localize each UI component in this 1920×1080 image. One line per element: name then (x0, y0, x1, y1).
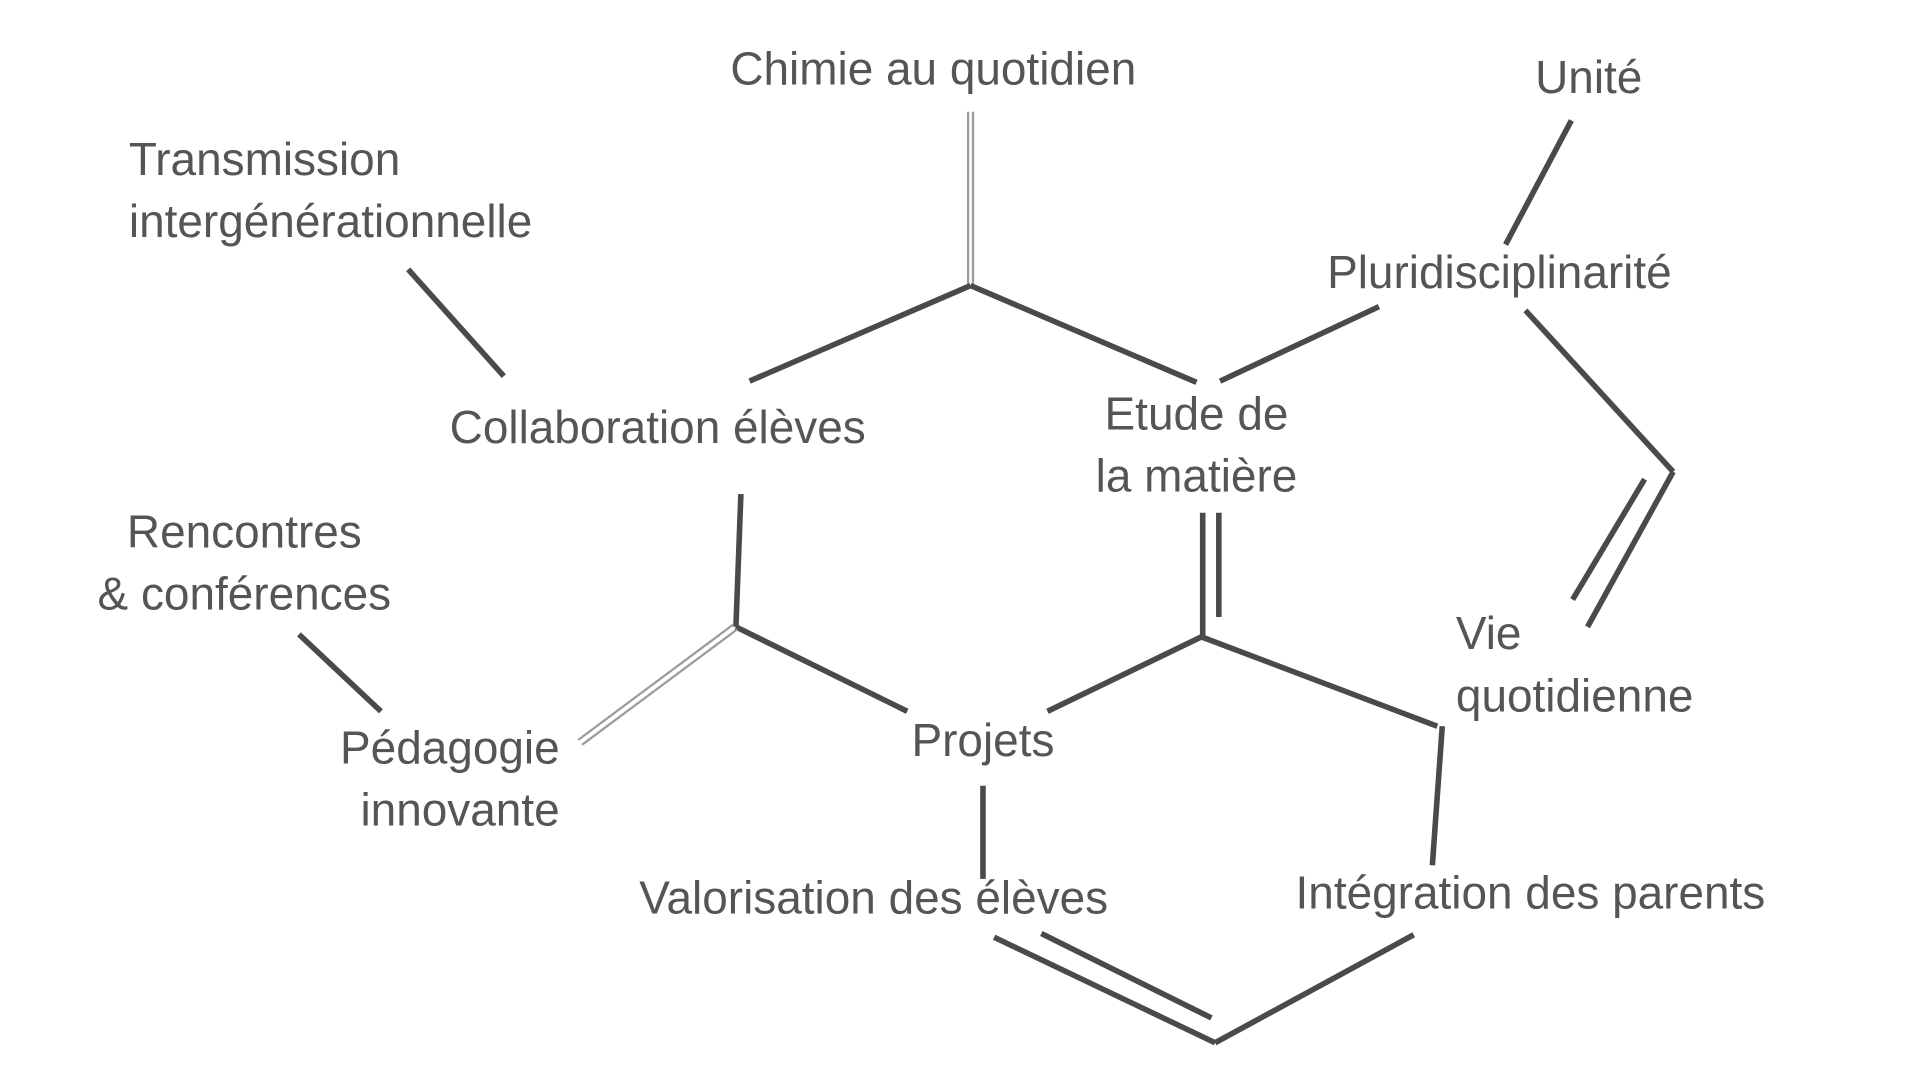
node-chimie: Chimie au quotidien (730, 42, 1136, 94)
node-pedagogie-line1: Pédagogie (340, 721, 560, 773)
node-collaboration: Collaboration élèves (450, 401, 866, 453)
line (969, 282, 1198, 385)
line (1200, 634, 1439, 729)
line (733, 493, 744, 628)
line-pedagogie-a (577, 623, 735, 741)
line (1040, 931, 1213, 1021)
node-labels: Chimie au quotidien Unité Transmission i… (98, 42, 1766, 923)
node-unite: Unité (1535, 51, 1642, 103)
line (992, 934, 1217, 1046)
node-pedagogie-line2: innovante (360, 784, 559, 836)
line (1570, 477, 1648, 602)
connector-lines (297, 111, 1676, 1046)
line (1046, 634, 1203, 714)
line (1503, 119, 1574, 246)
node-transmission-line2: intergénérationnelle (129, 195, 532, 247)
line (1213, 932, 1416, 1046)
node-transmission-line1: Transmission (129, 133, 400, 185)
node-projets: Projets (911, 714, 1054, 766)
line (297, 632, 383, 714)
node-vie-line1: Vie (1456, 607, 1522, 659)
node-rencontres-line1: Rencontres (127, 505, 362, 557)
line (406, 267, 506, 379)
node-rencontres-line2: & conférences (98, 568, 392, 620)
line-pedagogie-b (581, 628, 738, 746)
node-etude-line1: Etude de (1105, 388, 1289, 440)
line (1218, 304, 1381, 384)
line (1429, 726, 1446, 866)
node-valorisation: Valorisation des élèves (639, 872, 1108, 924)
node-pluridisciplinarite: Pluridisciplinarité (1327, 246, 1672, 298)
node-etude-line2: la matière (1096, 450, 1298, 502)
line (734, 624, 909, 714)
node-vie-line2: quotidienne (1456, 669, 1693, 721)
node-integration: Intégration des parents (1296, 867, 1766, 919)
line (1585, 470, 1676, 629)
line (1523, 308, 1676, 474)
line (748, 282, 972, 384)
